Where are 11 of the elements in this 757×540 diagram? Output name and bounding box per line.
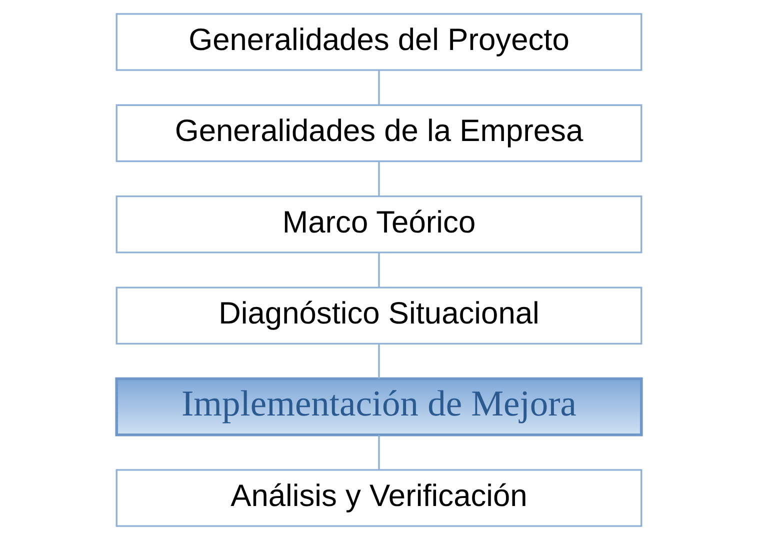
connector <box>378 162 380 196</box>
connector <box>378 435 380 470</box>
node-box: Generalidades del Proyecto <box>115 13 642 71</box>
node-box: Análisis y Verificación <box>115 469 642 527</box>
node-box: Marco Teórico <box>115 196 642 254</box>
connector <box>378 70 380 105</box>
node-box: Generalidades de la Empresa <box>115 104 642 162</box>
connector <box>378 344 380 379</box>
connector <box>378 252 380 288</box>
node-box: Diagnóstico Situacional <box>115 286 642 344</box>
node-box: Implementación de Mejora <box>114 377 642 436</box>
